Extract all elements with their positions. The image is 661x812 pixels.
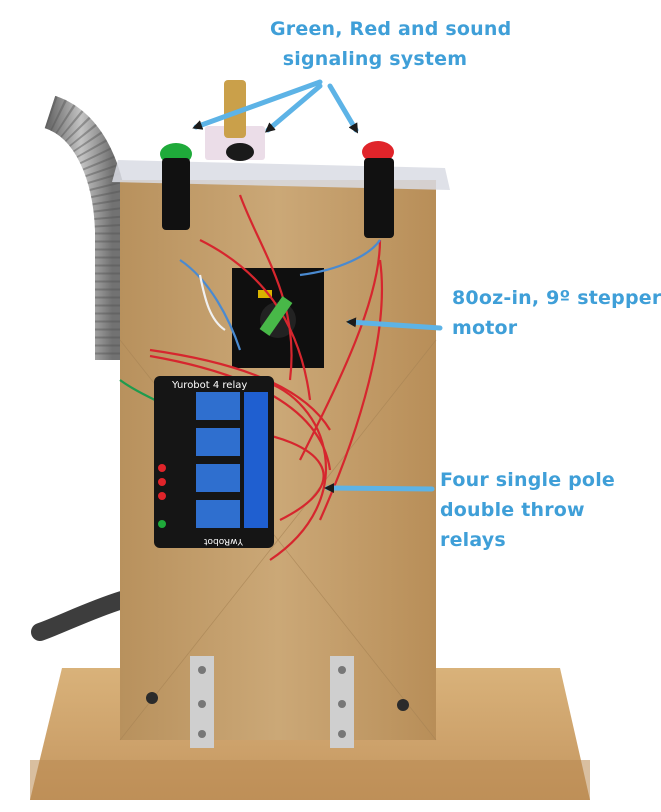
relays-callout-line-2: double throw: [440, 499, 585, 521]
motor-callout-line-2: motor: [452, 317, 518, 339]
relays-callout-line-3: relays: [440, 529, 506, 551]
brass-fitting: [224, 80, 246, 138]
callout-arrows: [192, 79, 443, 494]
l-bracket-left: [190, 656, 214, 748]
relays-callout: Four single pole double throw relays: [440, 465, 615, 555]
corrugated-conduit: [43, 95, 129, 360]
relay-board-title: Yurobot 4 relay: [172, 380, 248, 391]
red-button: [362, 141, 394, 238]
photo-scene: Yurobot 4 relay YwRobot Green, Red and s…: [30, 14, 661, 800]
signaling-callout-line-2: signaling system: [282, 48, 468, 70]
relay-board-mark: YwRobot: [204, 536, 243, 546]
l-bracket-right: [330, 656, 354, 748]
sound-buzzer: [226, 143, 254, 161]
relays-callout-line-1: Four single pole: [440, 469, 615, 491]
braided-cable: [31, 591, 131, 641]
relay-board: [154, 376, 274, 548]
green-heatshrink: [259, 296, 293, 336]
motor-callout-line-1: 80oz-in, 9º stepper: [452, 287, 661, 309]
green-button: [160, 143, 192, 230]
motor-callout: 80oz-in, 9º stepper motor: [452, 283, 661, 343]
signaling-callout-line-1: Green, Red and sound: [270, 18, 512, 40]
signaling-callout: Green, Red and sound signaling system: [270, 14, 512, 74]
scene-illustration: [30, 79, 590, 800]
